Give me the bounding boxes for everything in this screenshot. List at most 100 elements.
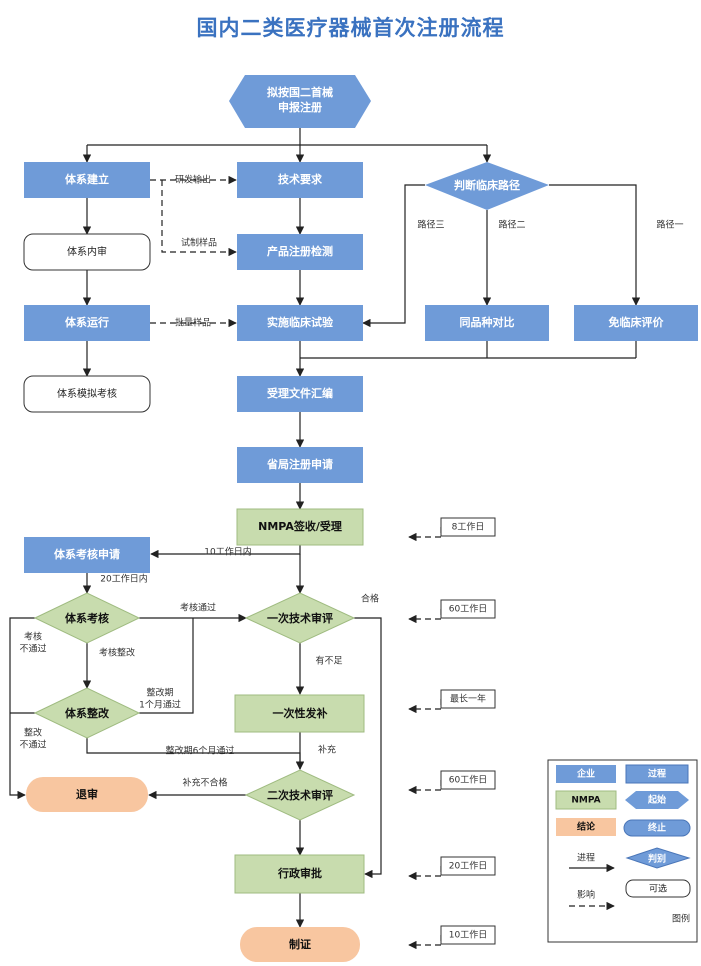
timeline-60days-2: 60工作日	[440, 770, 496, 790]
label-fix1m-2: 1个月通过	[139, 699, 181, 711]
svg-text:可选: 可选	[649, 883, 667, 895]
svg-text:实施临床试验: 实施临床试验	[267, 315, 334, 329]
svg-text:进程: 进程	[577, 853, 595, 864]
label-fix1m-1: 整改期	[146, 687, 173, 699]
svg-text:体系整改: 体系整改	[65, 706, 110, 720]
svg-text:20工作日: 20工作日	[449, 860, 487, 872]
start-line-2: 申报注册	[278, 100, 322, 114]
svg-text:过程: 过程	[648, 768, 666, 780]
svg-text:8工作日: 8工作日	[452, 521, 485, 533]
svg-text:同品种对比: 同品种对比	[460, 315, 515, 329]
system-sim-box: 体系模拟考核	[23, 375, 151, 413]
label-rd-output: 研发输出	[175, 174, 211, 186]
legend-progress: 进程	[569, 853, 615, 873]
legend: 企业 过程 NMPA 起始 结论 终止 进程 判别	[547, 759, 698, 943]
system-fix-diamond: 体系整改	[33, 687, 141, 739]
system-run-box: 体系运行	[24, 305, 150, 341]
label-fix-fail-1: 整改	[24, 727, 42, 739]
legend-conclusion: 结论	[556, 818, 616, 836]
label-check-fail-2: 不通过	[19, 643, 46, 655]
label-path3: 路径三	[417, 219, 444, 231]
label-check-fail-1: 考核	[24, 631, 42, 643]
timeline-20days: 20工作日	[440, 856, 496, 876]
svg-text:二次技术审评: 二次技术审评	[267, 788, 333, 802]
label-supp-fail: 补充不合格	[182, 777, 227, 789]
label-batch-sample: 批量样品	[175, 317, 211, 329]
svg-text:终止: 终止	[647, 822, 666, 834]
svg-text:60工作日: 60工作日	[449, 774, 487, 786]
label-check-fix: 考核整改	[99, 647, 135, 659]
first-review-diamond: 一次技术审评	[244, 592, 356, 644]
clinical-trial-box: 实施临床试验	[237, 305, 363, 341]
label-path1: 路径一	[656, 219, 683, 231]
system-check-diamond: 体系考核	[33, 592, 141, 644]
svg-text:NMPA签收/受理: NMPA签收/受理	[258, 519, 342, 533]
svg-text:一次性发补: 一次性发补	[273, 706, 328, 720]
svg-text:60工作日: 60工作日	[449, 603, 487, 615]
svg-text:产品注册检测: 产品注册检测	[267, 244, 333, 258]
svg-text:受理文件汇编: 受理文件汇编	[267, 386, 333, 400]
svg-text:体系建立: 体系建立	[65, 172, 109, 186]
label-trial-sample: 试制样品	[181, 237, 217, 249]
svg-text:体系考核: 体系考核	[65, 611, 109, 625]
svg-text:NMPA: NMPA	[571, 796, 600, 806]
legend-influence: 影响	[569, 889, 615, 911]
internal-audit-box: 体系内审	[23, 233, 151, 271]
tech-req-box: 技术要求	[237, 162, 363, 198]
legend-end: 终止	[623, 819, 691, 837]
same-compare-box: 同品种对比	[425, 305, 549, 341]
svg-text:体系内审: 体系内审	[67, 245, 107, 258]
legend-start: 起始	[625, 791, 689, 809]
admin-approve-box: 行政审批	[234, 854, 365, 894]
label-qualified: 合格	[361, 593, 379, 605]
svg-text:10工作日: 10工作日	[449, 929, 487, 941]
legend-enterprise: 企业	[556, 765, 616, 783]
svg-text:起始: 起始	[647, 794, 666, 806]
timeline-8days: 8工作日	[440, 517, 496, 537]
svg-text:判断临床路径: 判断临床路径	[454, 178, 520, 192]
svg-text:一次技术审评: 一次技术审评	[267, 611, 333, 625]
svg-text:企业: 企业	[576, 768, 595, 780]
province-apply-box: 省局注册申请	[237, 447, 363, 483]
label-insufficient: 有不足	[315, 655, 342, 667]
system-build-box: 体系建立	[24, 162, 150, 198]
legend-judge: 判别	[625, 847, 691, 869]
start-node: 拟按国二首械 申报注册	[229, 75, 371, 128]
label-fix6m: 整改期6个月通过	[166, 745, 235, 757]
page-title: 国内二类医疗器械首次注册流程	[196, 15, 505, 40]
svg-text:制证: 制证	[289, 937, 311, 951]
issue-cert-terminal: 制证	[240, 927, 360, 962]
timeline-10days: 10工作日	[440, 925, 496, 945]
doc-compile-box: 受理文件汇编	[237, 376, 363, 412]
judge-path-diamond: 判断临床路径	[425, 162, 549, 210]
legend-nmpa: NMPA	[555, 790, 617, 810]
start-line-1: 拟按国二首械	[267, 85, 333, 99]
product-test-box: 产品注册检测	[237, 234, 363, 270]
supplement-box: 一次性发补	[234, 694, 365, 733]
svg-text:影响: 影响	[577, 889, 595, 901]
label-supplement: 补充	[318, 744, 336, 756]
timeline-max-year: 最长一年	[440, 689, 496, 709]
label-path2: 路径二	[498, 219, 525, 231]
exempt-eval-box: 免临床评价	[574, 305, 698, 341]
svg-text:体系运行: 体系运行	[65, 315, 109, 329]
label-check-pass: 考核通过	[180, 602, 216, 614]
timeline-boxes: 8工作日 60工作日 最长一年 60工作日 20工作日 10工作日	[440, 517, 496, 945]
svg-text:判别: 判别	[648, 853, 666, 865]
svg-text:免临床评价: 免临床评价	[609, 315, 665, 329]
legend-optional: 可选	[625, 879, 691, 898]
second-review-diamond: 二次技术审评	[244, 769, 356, 821]
svg-text:体系考核申请: 体系考核申请	[54, 547, 120, 561]
svg-text:最长一年: 最长一年	[450, 693, 486, 705]
legend-process: 过程	[625, 764, 689, 784]
label-within10: 10工作日内	[204, 546, 251, 558]
svg-text:体系模拟考核: 体系模拟考核	[57, 387, 117, 400]
system-check-apply-box: 体系考核申请	[24, 537, 150, 573]
label-within20: 20工作日内	[100, 573, 147, 585]
withdraw-terminal: 退审	[26, 777, 148, 812]
svg-text:退审: 退审	[76, 787, 98, 801]
nmpa-accept-box: NMPA签收/受理	[236, 508, 364, 546]
svg-text:省局注册申请: 省局注册申请	[266, 457, 333, 471]
legend-caption: 图例	[672, 913, 690, 925]
